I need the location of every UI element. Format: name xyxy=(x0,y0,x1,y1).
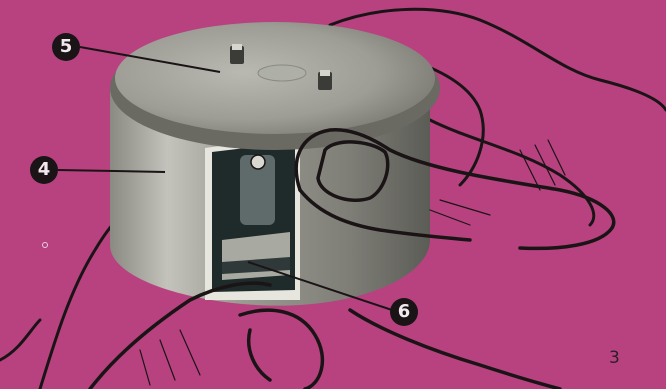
cylinder-lid xyxy=(110,22,440,150)
callout-6: 6 xyxy=(390,298,418,326)
callout-5: 5 xyxy=(52,33,80,61)
callout-4: 4 xyxy=(30,156,58,184)
page-number: 3 xyxy=(609,348,620,368)
